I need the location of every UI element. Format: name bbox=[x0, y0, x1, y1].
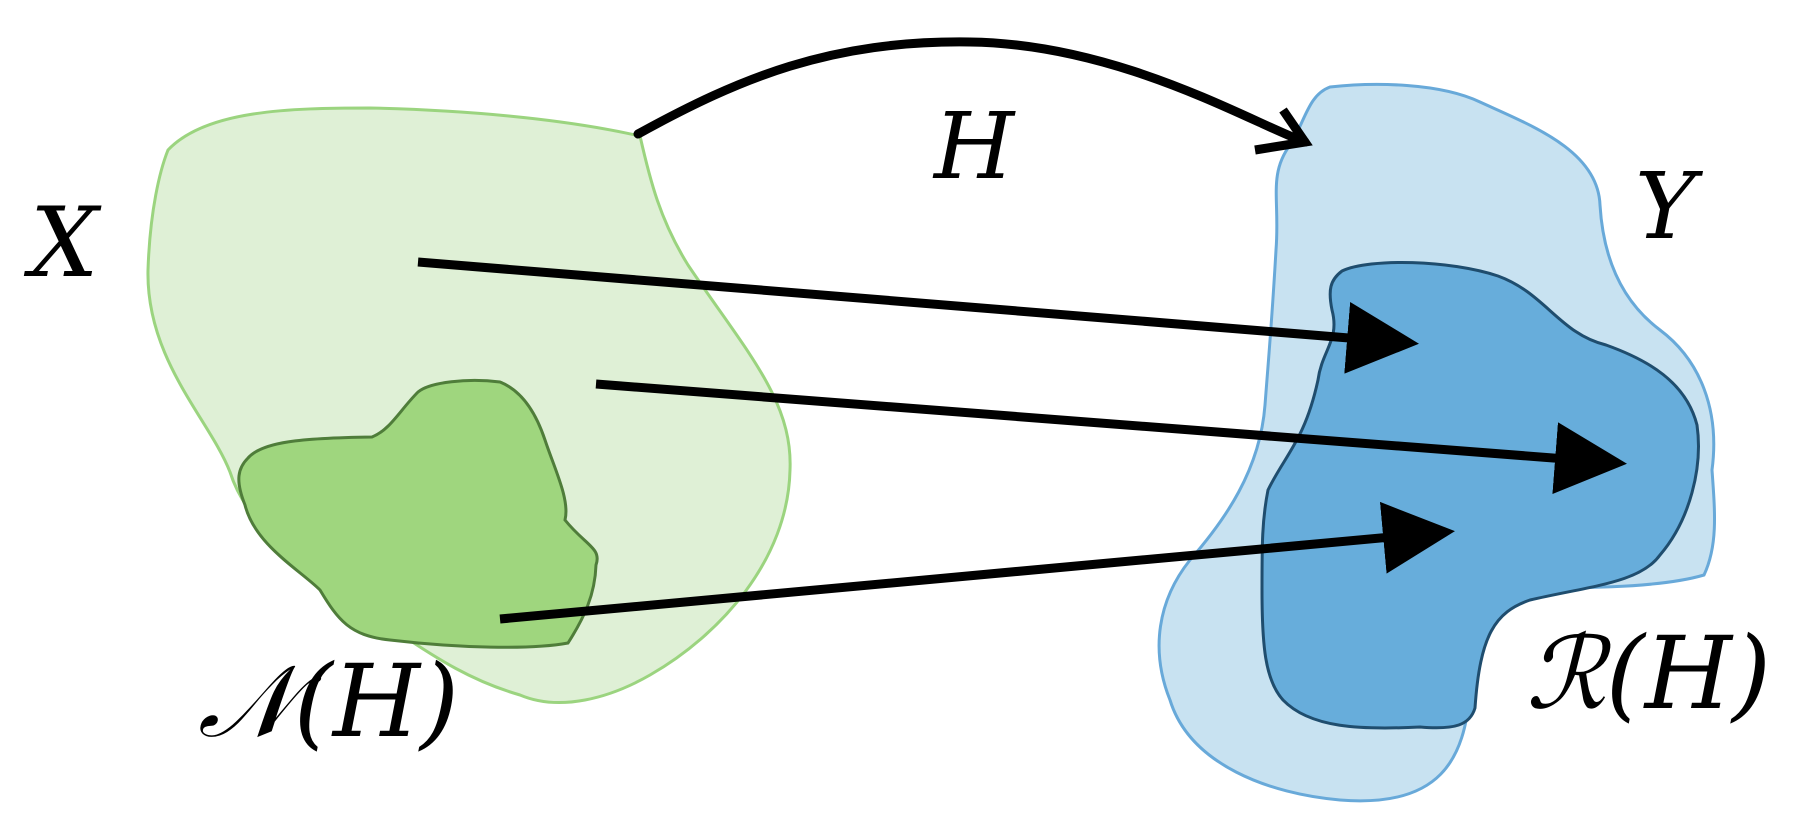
map-h-arrowhead bbox=[1254, 107, 1313, 155]
domain-label: X bbox=[23, 187, 102, 299]
map-h-arrow bbox=[633, 37, 1310, 147]
range-label: ℛ(H) bbox=[1526, 615, 1771, 732]
null-space-label: 𝒩(H) bbox=[198, 643, 459, 760]
mapping-arrow-2 bbox=[595, 379, 1627, 495]
mapping-arrow-3 bbox=[499, 501, 1455, 624]
mapping-arrow-1 bbox=[417, 257, 1419, 374]
range-set bbox=[1260, 260, 1700, 730]
null-space-set bbox=[237, 379, 599, 649]
codomain-label: Y bbox=[1635, 153, 1704, 260]
map-label: H bbox=[932, 93, 1016, 200]
